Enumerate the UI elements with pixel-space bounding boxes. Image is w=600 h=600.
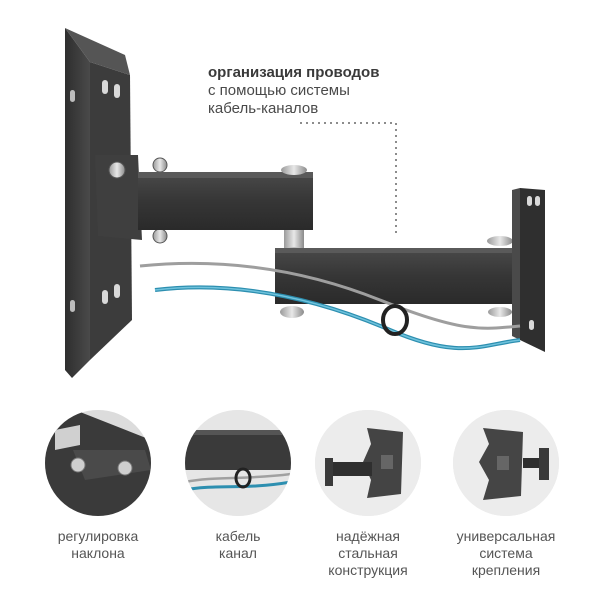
caption-line: универсальная: [456, 528, 556, 544]
wall-plate: [512, 188, 545, 352]
feature-universal-mount: универсальная система крепления: [436, 410, 576, 600]
feature-tilt-image: [45, 410, 151, 516]
feature-tilt: регулировка наклона: [28, 410, 168, 600]
lower-arm: [275, 236, 525, 318]
cables: [139, 261, 521, 351]
caption-line: регулировка: [57, 528, 139, 544]
caption-line: наклона: [71, 545, 125, 561]
feature-cable-image: [185, 410, 291, 516]
feature-tilt-caption: регулировка наклона: [28, 528, 168, 562]
feature-steel: надёжная стальная конструкция: [298, 410, 438, 600]
feature-steel-caption: надёжная стальная конструкция: [298, 528, 438, 579]
feature-steel-image: [315, 410, 421, 516]
cable-management-callout: организация проводов с помощью системы к…: [208, 64, 408, 118]
feature-cable-channel: кабель канал: [168, 410, 308, 600]
caption-line: конструкция: [328, 562, 408, 578]
callout-title: организация проводов: [208, 64, 380, 81]
feature-universal-caption: универсальная система крепления: [436, 528, 576, 579]
cable-clip: [381, 304, 409, 336]
feature-cable-caption: кабель канал: [168, 528, 308, 562]
caption-line: система: [479, 545, 533, 561]
callout-line-3: кабель-каналов: [208, 100, 319, 117]
upper-arm: [138, 165, 313, 257]
caption-line: канал: [219, 545, 257, 561]
caption-line: кабель: [215, 528, 261, 544]
caption-line: стальная: [338, 545, 398, 561]
callout-line-2: с помощью системы: [208, 82, 350, 99]
features-row: регулировка наклона кабель канал: [0, 410, 600, 600]
tv-wall-mount-illustration: [65, 28, 545, 378]
callout-leader-line: [300, 122, 397, 236]
feature-universal-image: [453, 410, 559, 516]
caption-line: крепления: [471, 562, 541, 578]
caption-line: надёжная: [336, 528, 400, 544]
